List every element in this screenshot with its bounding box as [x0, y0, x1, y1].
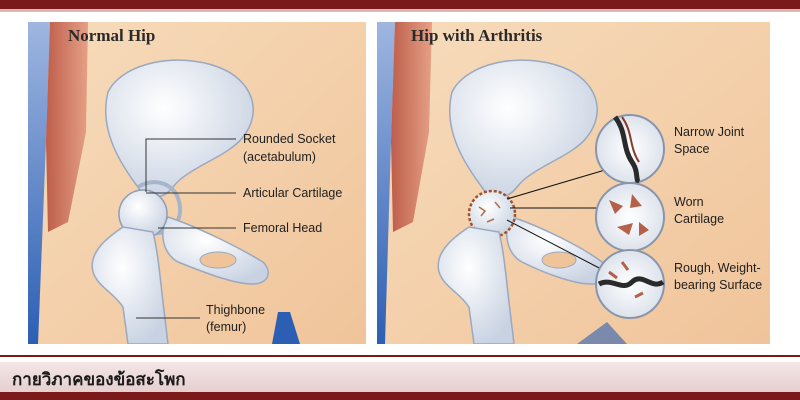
top-border — [0, 0, 800, 9]
rounded-socket-label: Rounded Socket — [243, 132, 336, 146]
normal-hip-panel: Normal Hip Rounded Socket (acetabulum) A… — [28, 22, 366, 344]
top-border-accent — [0, 9, 800, 12]
narrow-joint-label: Narrow Joint — [674, 125, 745, 139]
arthritis-hip-illustration — [377, 22, 770, 344]
normal-hip-title: Normal Hip — [68, 26, 156, 45]
rough-surface-magnifier — [595, 249, 665, 319]
acetabulum-label: (acetabulum) — [243, 150, 316, 164]
bearing-surface-label: bearing Surface — [674, 278, 763, 292]
caption-bar — [0, 362, 800, 392]
arthritis-hip-title: Hip with Arthritis — [411, 26, 543, 45]
worn-cartilage-magnifier — [595, 182, 665, 252]
caption-text: กายวิภาคของข้อสะโพก — [12, 370, 186, 390]
femoral-head-label: Femoral Head — [243, 221, 323, 235]
narrow-joint-space-magnifier — [595, 114, 665, 185]
bottom-border — [0, 392, 800, 400]
femur-label: (femur) — [206, 320, 247, 334]
articular-cartilage-label: Articular Cartilage — [243, 186, 343, 200]
caption-top-border — [0, 355, 800, 357]
worn-label: Worn — [674, 195, 704, 209]
rough-weight-label: Rough, Weight- — [674, 261, 761, 275]
thighbone-label: Thighbone — [206, 303, 266, 317]
arthritis-hip-panel: Hip with Arthritis Narrow Joint Space Wo… — [377, 22, 770, 344]
joint-space-label: Space — [674, 142, 710, 156]
cartilage-label: Cartilage — [674, 212, 725, 226]
normal-hip-illustration — [28, 22, 366, 344]
